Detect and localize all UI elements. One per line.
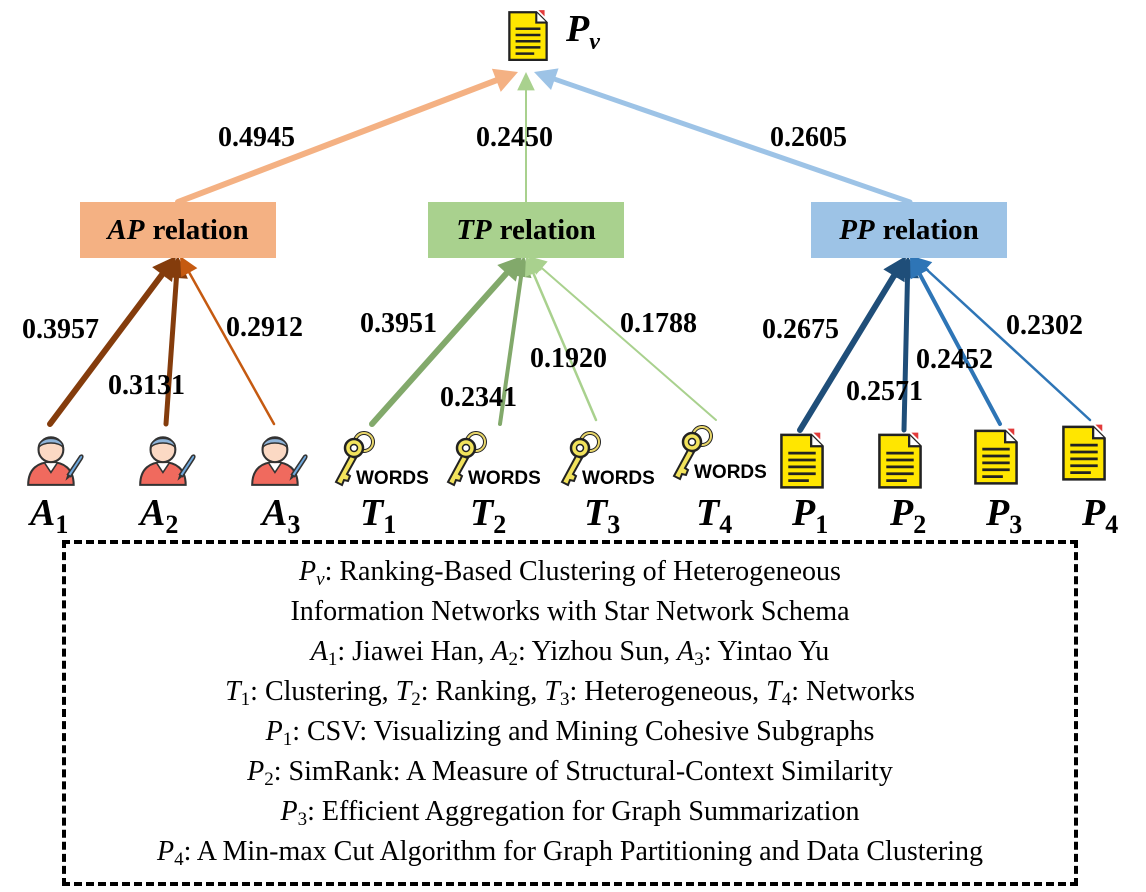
- p3-weight: 0.2452: [916, 344, 993, 375]
- t3-label: T3: [584, 492, 621, 539]
- edge-layer: [47, 68, 1092, 433]
- pp-relation-weight: 0.2605: [770, 122, 847, 153]
- document-icon: [780, 431, 824, 489]
- document-icon: [1062, 423, 1106, 481]
- t1-label: T1: [360, 492, 397, 539]
- p1-label: P1: [792, 492, 829, 539]
- legend-line-pv: Pv: Ranking-Based Clustering of Heteroge…: [299, 556, 841, 590]
- p4-label: P4: [1082, 492, 1119, 539]
- keyword-icon-text: WORDS: [694, 462, 767, 483]
- p4-weight: 0.2302: [1006, 310, 1083, 341]
- keyword-icon-text: WORDS: [468, 468, 541, 489]
- a1-weight: 0.3957: [22, 314, 99, 345]
- root-document-icon: [508, 8, 548, 62]
- author-icon: [139, 436, 196, 487]
- edge-p3-to-pp: [910, 256, 1002, 426]
- edge-a3-to-ap: [180, 256, 276, 426]
- legend-line-p1: P1: CSV: Visualizing and Mining Cohesive…: [265, 716, 875, 750]
- t3-weight: 0.1920: [530, 343, 607, 374]
- document-icon: [878, 431, 922, 489]
- a3-weight: 0.2912: [226, 312, 303, 343]
- edge-t4-to-tp: [528, 256, 717, 421]
- t1-weight: 0.3951: [360, 308, 437, 339]
- p1-weight: 0.2675: [762, 314, 839, 345]
- edge-ap-to-root: [175, 68, 518, 205]
- legend-line-p2: P2: SimRank: A Measure of Structural-Con…: [247, 756, 893, 790]
- icon-layer: WORDS WORDS WORDS WORDS: [27, 8, 1106, 489]
- root-paper-label: Pv: [566, 8, 600, 55]
- edge-t3-to-tp: [524, 256, 598, 422]
- legend-line-p3: P3: Efficient Aggregation for Graph Summ…: [280, 796, 860, 830]
- t2-label: T2: [470, 492, 507, 539]
- t2-weight: 0.2341: [440, 382, 517, 413]
- edge-p4-to-pp: [912, 256, 1092, 422]
- legend-line-terms: T1: Clustering, T2: Ranking, T3: Heterog…: [225, 676, 915, 710]
- edge-tp-to-root: [517, 72, 535, 203]
- a2-weight: 0.3131: [108, 370, 185, 401]
- author-icon: [27, 436, 84, 487]
- p2-weight: 0.2571: [846, 376, 923, 407]
- keyword-icon-text: WORDS: [356, 468, 429, 489]
- a1-label: A1: [30, 492, 69, 539]
- p2-label: P2: [890, 492, 927, 539]
- edge-pp-to-root: [534, 68, 913, 205]
- document-icon: [974, 427, 1018, 485]
- legend-line-authors: A1: Jiawei Han, A2: Yizhou Sun, A3: Yint…: [310, 636, 830, 670]
- legend-line-p4: P4: A Min-max Cut Algorithm for Graph Pa…: [156, 836, 984, 870]
- author-icon: [251, 436, 308, 487]
- a2-label: A2: [140, 492, 179, 539]
- tp-relation-weight: 0.2450: [476, 122, 553, 153]
- t4-weight: 0.1788: [620, 308, 697, 339]
- ap-relation-weight: 0.4945: [218, 122, 295, 153]
- p3-label: P3: [986, 492, 1023, 539]
- legend-box: Pv: Ranking-Based Clustering of Heteroge…: [62, 540, 1078, 886]
- a3-label: A3: [262, 492, 301, 539]
- t4-label: T4: [696, 492, 733, 539]
- legend-line-pv-cont: Information Networks with Star Network S…: [290, 596, 850, 627]
- keyword-icon-text: WORDS: [582, 468, 655, 489]
